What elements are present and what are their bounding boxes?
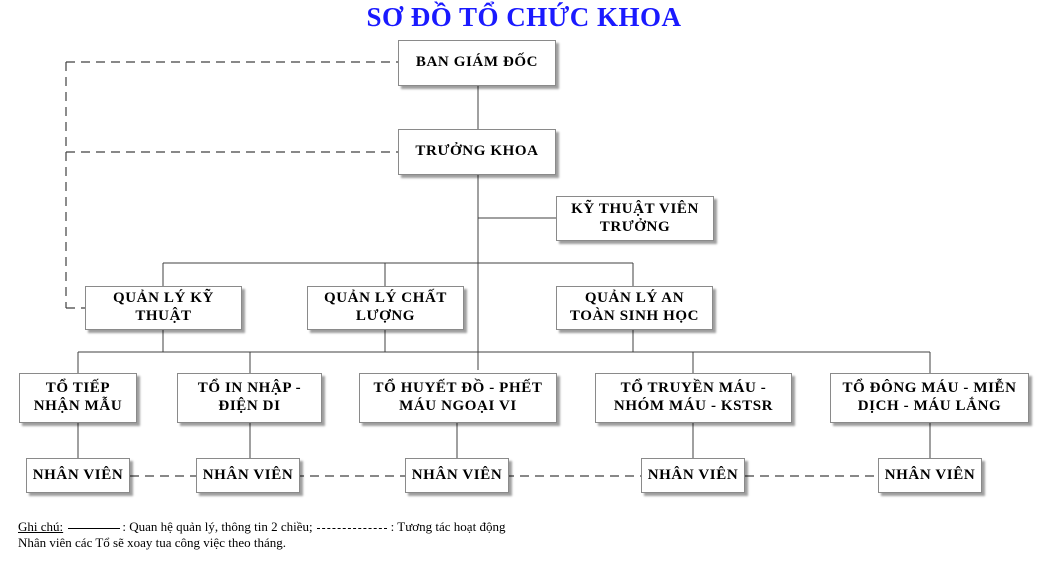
box-board: BAN GIÁM ĐỐC xyxy=(398,40,556,86)
legend-dashed-text: : Tương tác hoạt động xyxy=(390,519,506,534)
box-head: TRƯỞNG KHOA xyxy=(398,129,556,175)
legend-dashed-line xyxy=(316,527,387,529)
box-staff-hematology: NHÂN VIÊN xyxy=(405,458,509,493)
box-staff-transfusion: NHÂN VIÊN xyxy=(641,458,745,493)
diagram-title: SƠ ĐỒ TỔ CHỨC KHOA xyxy=(366,2,682,32)
box-team-coagulation: TỔ ĐÔNG MÁU - MIỄN DỊCH - MÁU LẮNG xyxy=(830,373,1029,423)
box-tech-manager: QUẢN LÝ KỸ THUẬT xyxy=(85,286,242,330)
box-staff-coagulation: NHÂN VIÊN xyxy=(878,458,982,493)
legend-line-types: Ghi chú: : Quan hệ quản lý, thông tin 2 … xyxy=(18,519,505,535)
box-quality-manager: QUẢN LÝ CHẤT LƯỢNG xyxy=(307,286,464,330)
box-staff-printing: NHÂN VIÊN xyxy=(196,458,300,493)
legend-solid-line xyxy=(68,527,121,529)
box-staff-reception: NHÂN VIÊN xyxy=(26,458,130,493)
legend-solid-text: : Quan hệ quản lý, thông tin 2 chiều; xyxy=(122,519,313,534)
box-team-printing: TỔ IN NHẬP - ĐIỆN DI xyxy=(177,373,322,423)
box-team-reception: TỔ TIẾP NHẬN MẪU xyxy=(19,373,137,423)
legend-note-label: Ghi chú: xyxy=(18,519,64,534)
box-chief-tech: KỸ THUẬT VIÊN TRƯỞNG xyxy=(556,196,714,241)
box-team-transfusion: TỔ TRUYỀN MÁU - NHÓM MÁU - KSTSR xyxy=(595,373,792,423)
legend: Ghi chú: : Quan hệ quản lý, thông tin 2 … xyxy=(18,519,505,551)
legend-rotation-note: Nhân viên các Tổ sẽ xoay tua công việc t… xyxy=(18,535,286,550)
box-biosafety-manager: QUẢN LÝ AN TOÀN SINH HỌC xyxy=(556,286,713,330)
box-team-hematology: TỔ HUYẾT ĐỒ - PHẾT MÁU NGOẠI VI xyxy=(359,373,557,423)
